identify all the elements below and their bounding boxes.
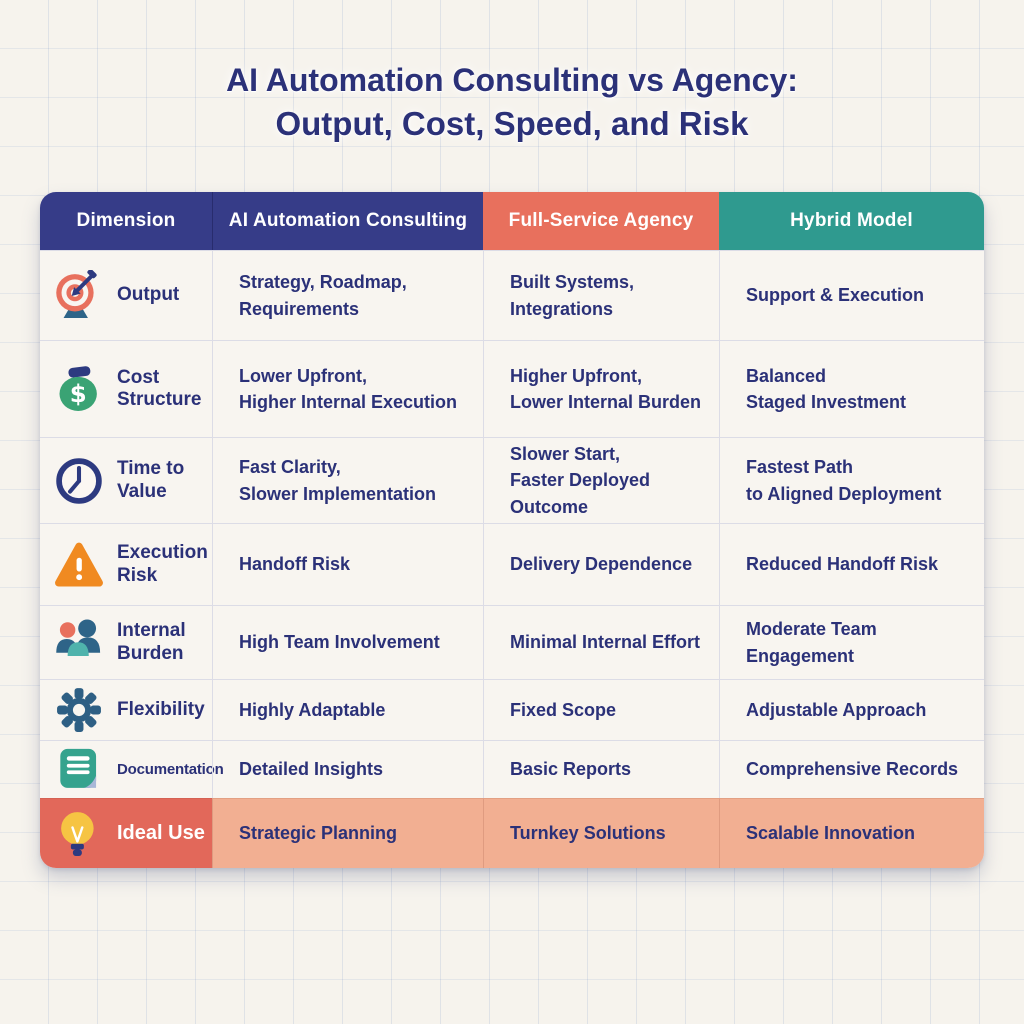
consulting-cell: Handoff Risk bbox=[212, 523, 483, 605]
dimension-label: Time to Value bbox=[117, 458, 185, 502]
column-header-dimension: Dimension bbox=[40, 192, 212, 250]
dimension-cell-output: Output bbox=[40, 250, 212, 340]
column-header-consulting: AI Automation Consulting bbox=[212, 192, 483, 250]
dimension-label: Ideal Use bbox=[117, 821, 205, 844]
hybrid-cell: Reduced Handoff Risk bbox=[719, 523, 984, 605]
dimension-cell-documentation: Documentation bbox=[40, 740, 224, 798]
hybrid-cell: Adjustable Approach bbox=[719, 679, 984, 740]
dimension-label: Documentation bbox=[117, 760, 224, 778]
lightbulb-icon bbox=[53, 808, 105, 860]
dimension-label: Flexibility bbox=[117, 698, 205, 720]
clock-icon bbox=[53, 455, 105, 507]
column-header-hybrid: Hybrid Model bbox=[719, 192, 984, 250]
title-line-2: Output, Cost, Speed, and Risk bbox=[275, 105, 749, 142]
target-icon bbox=[53, 269, 105, 322]
dimension-label: Output bbox=[117, 284, 180, 306]
document-icon bbox=[53, 744, 105, 796]
dimension-cell-cost: $ Cost Structure bbox=[40, 340, 212, 437]
hybrid-cell: Scalable Innovation bbox=[719, 798, 984, 868]
gear-icon bbox=[53, 684, 105, 736]
title-line-1: AI Automation Consulting vs Agency: bbox=[226, 62, 798, 98]
hybrid-cell: Support & Execution bbox=[719, 250, 984, 340]
agency-cell: Delivery Dependence bbox=[483, 523, 719, 605]
hybrid-cell: Moderate Team Engagement bbox=[719, 605, 984, 679]
consulting-cell: Lower Upfront, Higher Internal Execution bbox=[212, 340, 483, 437]
svg-text:$: $ bbox=[70, 379, 87, 408]
comparison-table: Dimension AI Automation Consulting Full-… bbox=[40, 192, 984, 868]
consulting-cell: Highly Adaptable bbox=[212, 679, 483, 740]
consulting-cell: Strategic Planning bbox=[212, 798, 483, 868]
agency-cell: Minimal Internal Effort bbox=[483, 605, 719, 679]
dimension-label: Cost Structure bbox=[117, 366, 202, 410]
dimension-cell-risk: Execution Risk bbox=[40, 523, 212, 605]
consulting-cell: High Team Involvement bbox=[212, 605, 483, 679]
dimension-cell-burden: Internal Burden bbox=[40, 605, 212, 679]
agency-cell: Slower Start, Faster Deployed Outcome bbox=[483, 437, 719, 523]
consulting-cell: Fast Clarity, Slower Implementation bbox=[212, 437, 483, 523]
dimension-cell-flexibility: Flexibility bbox=[40, 679, 212, 740]
agency-cell: Fixed Scope bbox=[483, 679, 719, 740]
hybrid-cell: Fastest Path to Aligned Deployment bbox=[719, 437, 984, 523]
column-header-agency: Full-Service Agency bbox=[483, 192, 719, 250]
dimension-cell-ideal-use: Ideal Use bbox=[40, 798, 212, 868]
agency-cell: Built Systems, Integrations bbox=[483, 250, 719, 340]
dimension-label: Execution Risk bbox=[117, 542, 208, 586]
hybrid-cell: Comprehensive Records bbox=[719, 740, 984, 798]
team-icon bbox=[53, 617, 105, 669]
agency-cell: Higher Upfront, Lower Internal Burden bbox=[483, 340, 719, 437]
dimension-label: Internal Burden bbox=[117, 620, 186, 664]
agency-cell: Turnkey Solutions bbox=[483, 798, 719, 868]
money-bag-icon: $ bbox=[53, 363, 105, 415]
warning-icon bbox=[53, 539, 105, 591]
consulting-cell: Detailed Insights bbox=[212, 740, 483, 798]
dimension-cell-time: Time to Value bbox=[40, 437, 212, 523]
hybrid-cell: Balanced Staged Investment bbox=[719, 340, 984, 437]
consulting-cell: Strategy, Roadmap, Requirements bbox=[212, 250, 483, 340]
agency-cell: Basic Reports bbox=[483, 740, 719, 798]
page-title: AI Automation Consulting vs Agency: Outp… bbox=[0, 58, 1024, 146]
